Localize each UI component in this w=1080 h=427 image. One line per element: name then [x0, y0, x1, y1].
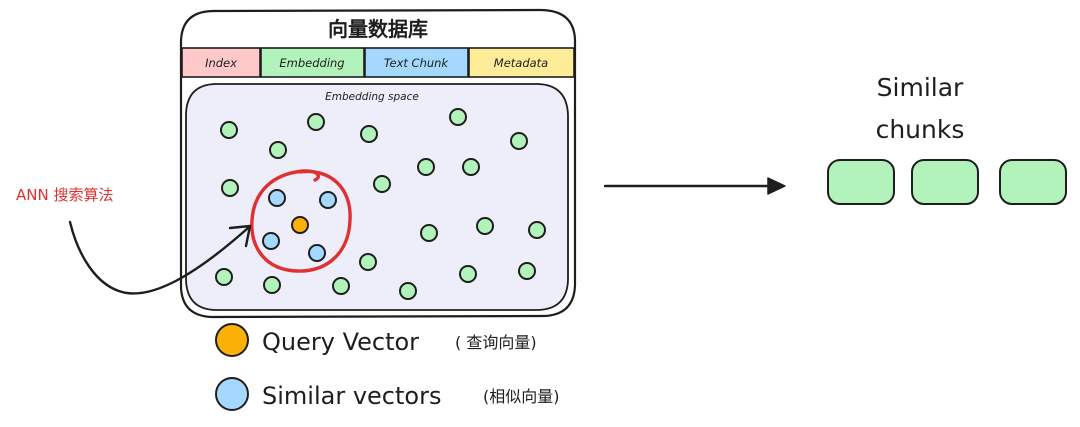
column-label: Embedding [279, 56, 344, 70]
vector-point [518, 262, 536, 280]
vector-point [449, 108, 467, 126]
similar-vector-point [268, 189, 286, 207]
database-title: 向量数据库 [328, 17, 428, 41]
column-embedding [260, 47, 365, 78]
vector-point [528, 221, 546, 239]
ann-curved-arrow [68, 220, 250, 295]
vector-database: 向量数据库 Index Embedding Text Chunk Metadat… [179, 8, 577, 319]
vector-point [417, 158, 435, 176]
column-label: Metadata [494, 56, 548, 70]
similar-chunk [999, 159, 1067, 205]
vector-point [360, 125, 378, 143]
similar-chunk [827, 159, 895, 205]
embedding-space-label: Embedding space [325, 91, 419, 103]
vector-point [221, 179, 239, 197]
vector-point [359, 253, 377, 271]
legend-label-query: Query Vector [262, 328, 419, 356]
similar-chunks-title: chunks [876, 115, 965, 144]
similar-vector-point [308, 244, 326, 262]
result-arrow-head [767, 177, 786, 195]
vector-points [215, 108, 546, 300]
column-label: Text Chunk [384, 56, 450, 70]
ann-arrow-head [228, 224, 252, 248]
column-label: Index [205, 56, 237, 70]
legend-label-similar-cn: (相似向量) [483, 387, 560, 406]
vector-point [215, 268, 233, 286]
vector-point [462, 158, 480, 176]
vector-point [459, 265, 477, 283]
similar-chunk [911, 159, 979, 205]
orange-circle-icon [215, 323, 249, 357]
ann-label: ANN 搜索算法 [16, 186, 113, 204]
vector-point [373, 175, 391, 193]
vector-point [420, 224, 438, 242]
similar-chunks-title: Similar [877, 73, 964, 102]
embedding-space [185, 83, 569, 311]
blue-circle-icon [215, 377, 249, 411]
ann-search-circle [250, 169, 352, 273]
query-vector-point [291, 216, 309, 234]
similar-vector-point [319, 191, 337, 209]
column-metadata [468, 47, 575, 78]
similar-vector-point [262, 232, 280, 250]
column-text-chunk [364, 47, 469, 78]
vector-point [510, 132, 528, 150]
vector-point [399, 282, 417, 300]
legend: Query Vector ( 查询向量) Similar vectors (相似… [215, 323, 560, 411]
vector-point [263, 276, 281, 294]
vector-point [220, 121, 238, 139]
vector-point [307, 113, 325, 131]
vector-point [476, 217, 494, 235]
legend-label-query-cn: ( 查询向量) [455, 333, 537, 352]
column-index [181, 47, 261, 78]
legend-label-similar: Similar vectors [262, 382, 441, 410]
vector-point [269, 141, 287, 159]
vector-point [332, 277, 350, 295]
